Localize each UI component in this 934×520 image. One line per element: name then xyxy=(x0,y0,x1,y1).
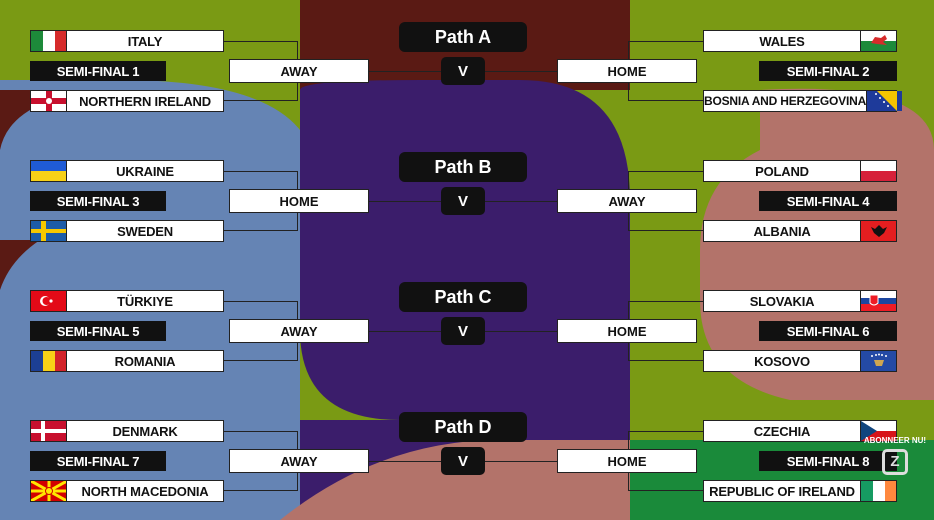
team-box-right-top: WALES xyxy=(703,30,897,52)
semi-final-label: SEMI-FINAL 7 xyxy=(30,451,166,471)
path-title: Path A xyxy=(399,22,527,52)
ireland-flag xyxy=(860,481,896,501)
versus-label: V xyxy=(441,317,485,345)
northern-ireland-flag xyxy=(31,91,67,111)
subscribe-text: ABONNEER NU! xyxy=(863,436,927,445)
semi-final-label: SEMI-FINAL 6 xyxy=(759,321,897,341)
team-name: UKRAINE xyxy=(116,163,174,179)
channel-logo-icon: Z xyxy=(882,449,908,475)
albania-flag xyxy=(860,221,896,241)
venue-label: AWAY xyxy=(557,189,697,213)
team-name: ALBANIA xyxy=(753,223,811,239)
team-box-left-bottom: SWEDEN xyxy=(30,220,224,242)
team-box-left-top: ITALY xyxy=(30,30,224,52)
romania-flag xyxy=(31,351,67,371)
denmark-flag xyxy=(31,421,67,441)
team-box-right-top: SLOVAKIA xyxy=(703,290,897,312)
venue-label: HOME xyxy=(557,319,697,343)
team-name: REPUBLIC OF IRELAND xyxy=(709,483,855,499)
slovakia-flag xyxy=(860,291,896,311)
ukraine-flag xyxy=(31,161,67,181)
czechia-flag xyxy=(860,421,896,441)
team-box-right-bottom: ALBANIA xyxy=(703,220,897,242)
team-name: TÜRKIYE xyxy=(117,293,173,309)
semi-final-label: SEMI-FINAL 2 xyxy=(759,61,897,81)
team-name: NORTH MACEDONIA xyxy=(81,483,209,499)
team-box-right-top: POLAND xyxy=(703,160,897,182)
venue-label: HOME xyxy=(557,59,697,83)
team-box-right-top: CZECHIA xyxy=(703,420,897,442)
team-name: ROMANIA xyxy=(114,353,176,369)
semi-final-label: SEMI-FINAL 8 xyxy=(759,451,897,471)
italy-flag xyxy=(31,31,67,51)
team-name: BOSNIA AND HERZEGOVINA xyxy=(704,94,867,108)
venue-label: HOME xyxy=(229,189,369,213)
path-title: Path C xyxy=(399,282,527,312)
semi-final-label: SEMI-FINAL 5 xyxy=(30,321,166,341)
versus-label: V xyxy=(441,187,485,215)
bosnia-flag xyxy=(866,91,903,111)
team-name: SWEDEN xyxy=(117,223,173,239)
team-box-left-bottom: NORTHERN IRELAND xyxy=(30,90,224,112)
team-name: CZECHIA xyxy=(753,423,811,439)
path-title: Path D xyxy=(399,412,527,442)
team-box-right-bottom: REPUBLIC OF IRELAND xyxy=(703,480,897,502)
kosovo-flag xyxy=(860,351,896,371)
sweden-flag xyxy=(31,221,67,241)
semi-final-label: SEMI-FINAL 4 xyxy=(759,191,897,211)
team-name: POLAND xyxy=(755,163,809,179)
semi-final-label: SEMI-FINAL 3 xyxy=(30,191,166,211)
subscribe-watermark[interactable]: ABONNEER NU! Z xyxy=(862,436,928,492)
team-box-left-bottom: NORTH MACEDONIA xyxy=(30,480,224,502)
team-box-left-top: UKRAINE xyxy=(30,160,224,182)
team-box-right-bottom: BOSNIA AND HERZEGOVINA xyxy=(703,90,903,112)
semi-final-label: SEMI-FINAL 1 xyxy=(30,61,166,81)
versus-label: V xyxy=(441,57,485,85)
venue-label: AWAY xyxy=(229,319,369,343)
team-name: ITALY xyxy=(127,33,163,49)
team-name: NORTHERN IRELAND xyxy=(79,93,211,109)
team-box-right-bottom: KOSOVO xyxy=(703,350,897,372)
team-name: DENMARK xyxy=(112,423,178,439)
venue-label: HOME xyxy=(557,449,697,473)
north-macedonia-flag xyxy=(31,481,67,501)
team-box-left-top: TÜRKIYE xyxy=(30,290,224,312)
venue-label: AWAY xyxy=(229,59,369,83)
venue-label: AWAY xyxy=(229,449,369,473)
team-name: WALES xyxy=(759,33,805,49)
wales-flag xyxy=(860,31,896,51)
team-box-left-top: DENMARK xyxy=(30,420,224,442)
team-name: KOSOVO xyxy=(754,353,810,369)
poland-flag xyxy=(860,161,896,181)
team-box-left-bottom: ROMANIA xyxy=(30,350,224,372)
path-title: Path B xyxy=(399,152,527,182)
versus-label: V xyxy=(441,447,485,475)
team-name: SLOVAKIA xyxy=(749,293,815,309)
turkiye-flag xyxy=(31,291,67,311)
